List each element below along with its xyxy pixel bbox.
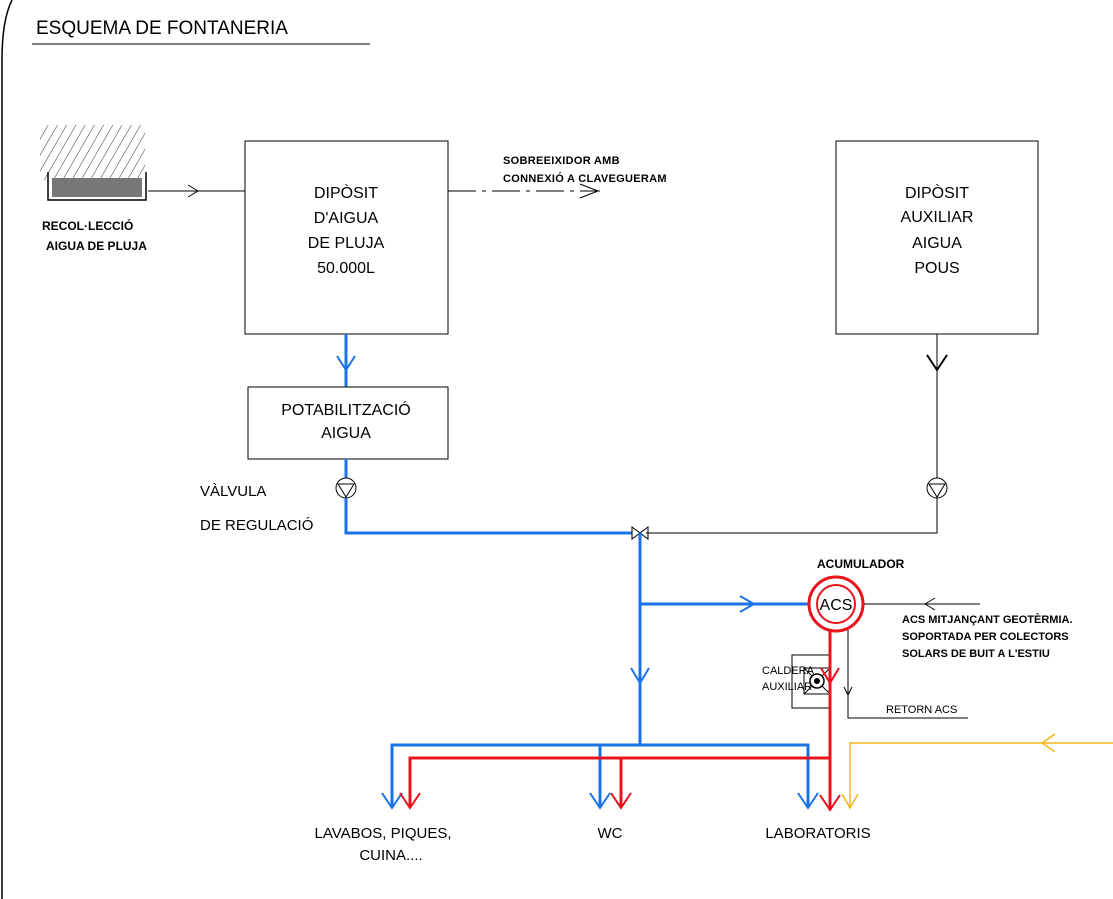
acs-note-line-3: SOLARS DE BUIT A L'ESTIU <box>902 648 1050 660</box>
return-acs-line <box>847 630 968 719</box>
boiler-icon <box>803 667 831 695</box>
hot-riser-arrow <box>820 667 840 685</box>
cold-arrow-potab <box>336 355 356 372</box>
overflow-arrow <box>579 183 600 199</box>
hot-arrow-wc <box>610 792 632 810</box>
aux-feed-line <box>646 498 938 534</box>
cold-arrow-labs <box>797 792 819 810</box>
aux-yellow-line <box>849 742 1113 808</box>
aux-yellow-arrow-labs <box>841 793 859 810</box>
diagram-title: ESQUEMA DE FONTANERIA <box>36 18 288 39</box>
rain-tank-line-2: D'AIGUA <box>314 210 379 227</box>
regulation-valve-icon <box>335 477 357 499</box>
valve-label-2: DE REGULACIÓ <box>200 517 313 534</box>
rain-collection-label-1: RECOL·LECCIÓ <box>42 218 133 233</box>
cold-arrow-sinks <box>381 792 403 810</box>
return-acs-label: RETORN ACS <box>886 704 957 716</box>
rain-collection-icon <box>40 125 147 201</box>
rain-tank-line-1: DIPÒSIT <box>314 183 378 202</box>
aux-supply-arrow <box>926 354 948 372</box>
overflow-label-2: CONNEXIÓ A CLAVEGUERAM <box>503 172 667 185</box>
aux-yellow-arrow-in <box>1040 733 1056 753</box>
aux-tank-line-4: POUS <box>914 260 959 277</box>
outlet-sinks-line-2: CUINA.... <box>359 847 422 864</box>
cold-arrow-wc <box>589 792 611 810</box>
boiler-loop-bottom <box>791 681 830 709</box>
geothermal-input-arrow <box>924 597 936 611</box>
aux-tank-line-3: AIGUA <box>912 235 962 252</box>
cold-to-acs-arrow <box>739 595 757 613</box>
return-acs-arrow <box>843 686 853 697</box>
aux-tank-line-2: AUXILIAR <box>901 209 974 226</box>
hot-distribution-line <box>408 756 830 808</box>
acs-accumulator-icon <box>807 575 865 633</box>
outlet-labs: LABORATORIS <box>765 825 870 842</box>
valve-label-1: VÀLVULA <box>200 483 266 500</box>
rain-inflow-arrow <box>187 184 199 198</box>
potabilization-line-1: POTABILITZACIÓ <box>281 400 411 419</box>
cold-riser-arrow <box>630 667 650 685</box>
cold-main-line <box>344 498 632 535</box>
hot-arrow-sinks <box>399 792 421 810</box>
boiler-label-1: CALDERA <box>762 665 815 677</box>
check-valve-icon <box>631 526 649 540</box>
aux-tank-line-1: DIPÒSIT <box>905 183 969 202</box>
hot-arrow-labs <box>819 794 841 812</box>
acs-note-line-2: SOPORTADA PER COLECTORS <box>902 631 1069 643</box>
boiler-label-2: AUXILIAR <box>762 681 812 693</box>
aux-pump-icon <box>926 477 948 499</box>
rain-collection-label-2: AIGUA DE PLUJA <box>46 239 147 253</box>
overflow-label-1: SOBREEIXIDOR AMB <box>503 155 620 167</box>
frame-edge <box>1 0 13 899</box>
accumulator-label: ACUMULADOR <box>817 557 905 571</box>
rain-tank-line-4: 50.000L <box>317 260 375 277</box>
boiler-loop-top <box>791 654 830 681</box>
potabilization-line-2: AIGUA <box>321 425 371 442</box>
acs-label: ACS <box>820 597 853 614</box>
outlet-wc: WC <box>598 825 623 842</box>
acs-note-line-1: ACS MITJANÇANT GEOTÈRMIA. <box>902 613 1073 626</box>
outlet-sinks-line-1: LAVABOS, PIQUES, <box>315 825 452 842</box>
potabilization-box <box>247 386 449 460</box>
rain-tank-line-3: DE PLUJA <box>308 235 385 252</box>
